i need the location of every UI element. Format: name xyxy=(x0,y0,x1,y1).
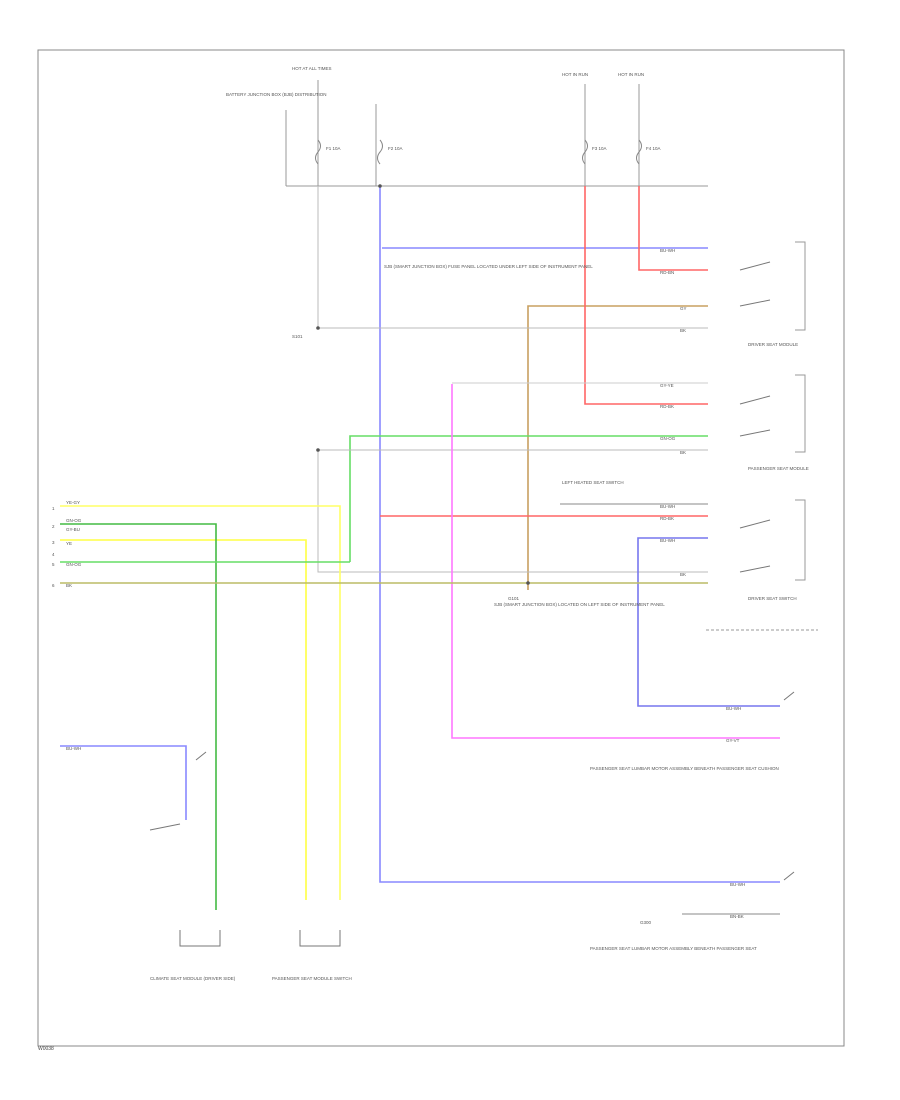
fuse-label-4: F4 10A xyxy=(646,146,661,151)
wire-brown xyxy=(527,305,708,590)
left-pin-3: 3 xyxy=(52,540,55,545)
right-note-1: PASSENGER SEAT LUMBAR MOTOR ASSEMBLY BEN… xyxy=(590,766,779,771)
wire-purple-lower xyxy=(637,537,780,707)
colored-wires xyxy=(60,186,780,915)
left-pin-6: 6 xyxy=(52,583,55,588)
left-connector: 1 2 3 4 5 6 YE-GY GN-OG GY-BU YE GN-OG B… xyxy=(52,500,82,751)
right-bottom-ground: G300 xyxy=(640,920,652,925)
wire-label-gn-mid: GN-OG xyxy=(660,436,676,441)
wire-label-bu-wh2: BU-WH xyxy=(660,538,675,543)
switch-symbols xyxy=(739,261,795,881)
wire-label-bk-1: BK xyxy=(680,328,686,333)
right-modules xyxy=(706,241,818,631)
wire-label-bk-3: BK xyxy=(680,572,686,577)
sjb-block-note: SJB (SMART JUNCTION BOX) FUSE PANEL LOCA… xyxy=(384,264,593,269)
upper-right-caption: DRIVER SEAT MODULE xyxy=(748,342,798,347)
wire-green-mid xyxy=(349,435,708,562)
center-ground-note: SJB (SMART JUNCTION BOX) LOCATED ON LEFT… xyxy=(494,602,665,607)
diagram-footer-code: W0038 xyxy=(38,1046,54,1052)
left-wire-bottom: BU-WH xyxy=(66,746,81,751)
left-heated-note: LEFT HEATED SEAT SWITCH xyxy=(562,480,624,485)
wire-grey-mid-2 xyxy=(317,450,708,573)
left-pin-4: 4 xyxy=(52,552,55,557)
wire-red-top xyxy=(638,186,708,271)
right-note-2: PASSENGER SEAT LUMBAR MOTOR ASSEMBLY BEN… xyxy=(590,946,757,951)
wire-label-gy-top: GY xyxy=(680,306,687,311)
hot-in-run-label-1: HOT IN RUN xyxy=(562,72,588,77)
mid-bottom-caption: PASSENGER SEAT MODULE SWITCH xyxy=(272,976,352,981)
left-pin-5: 5 xyxy=(52,562,55,567)
left-wire-4: YE xyxy=(66,541,72,546)
left-bottom-caption: CLIMATE SEAT MODULE (DRIVER SIDE) xyxy=(150,976,236,981)
left-pin-1: 1 xyxy=(52,506,55,511)
left-wire-3: GY-BU xyxy=(66,527,80,532)
wire-label-bu-bottom: BU-WH xyxy=(730,882,745,887)
wire-blue-left-bottom xyxy=(60,745,187,820)
wire-label-rd-bk2: RD-BK xyxy=(660,516,674,521)
fuse-label-3: F3 10A xyxy=(592,146,607,151)
wire-magenta xyxy=(451,384,780,739)
diagram-border xyxy=(37,49,845,1047)
wire-red-mid xyxy=(584,186,708,405)
wire-green-left xyxy=(60,523,217,910)
wire-label-bn-bottom: BN-BK xyxy=(730,914,744,919)
splice-label-1: S101 xyxy=(292,334,303,339)
left-pin-2: 2 xyxy=(52,524,55,529)
wire-label-gy-mid: GY-YE xyxy=(660,383,674,388)
fuse-symbols xyxy=(315,139,642,165)
hot-at-all-times-label: HOT AT ALL TIMES xyxy=(292,66,332,71)
left-wire-6: BK xyxy=(66,583,72,588)
left-wire-1: YE-GY xyxy=(66,500,80,505)
wire-yellow-1 xyxy=(60,505,341,900)
wire-blue-main xyxy=(379,186,780,883)
wire-yellow-2 xyxy=(60,539,307,900)
splice-points xyxy=(316,184,530,585)
splice-label-2: G101 xyxy=(508,596,520,601)
wire-label-rd-bn-top: RD-BN xyxy=(660,270,674,275)
lower-right-caption: DRIVER SEAT SWITCH xyxy=(748,596,797,601)
left-wire-5: GN-OG xyxy=(66,562,82,567)
wire-label-bu-bk: BU-WH xyxy=(660,504,675,509)
fuse-label-1: F1 10A xyxy=(326,146,341,151)
wire-label-bu-wh-top: BU-WH xyxy=(660,248,675,253)
wire-label-bk-2: BK xyxy=(680,450,686,455)
fuse-label-2: F2 10A xyxy=(388,146,403,151)
mid-right-caption: PASSENGER SEAT MODULE xyxy=(748,466,809,471)
wire-label-rd-mid: RD-BK xyxy=(660,404,674,409)
bottom-switches xyxy=(149,751,341,947)
power-bus xyxy=(285,80,708,187)
left-wire-2: GN-OG xyxy=(66,518,82,523)
wire-label-gy-low: GY-VT xyxy=(726,738,740,743)
hot-in-run-label-2: HOT IN RUN xyxy=(618,72,644,77)
bjb-label: BATTERY JUNCTION BOX (BJB) DISTRIBUTION xyxy=(226,92,327,97)
wire-label-bu-low: BU-WH xyxy=(726,706,741,711)
